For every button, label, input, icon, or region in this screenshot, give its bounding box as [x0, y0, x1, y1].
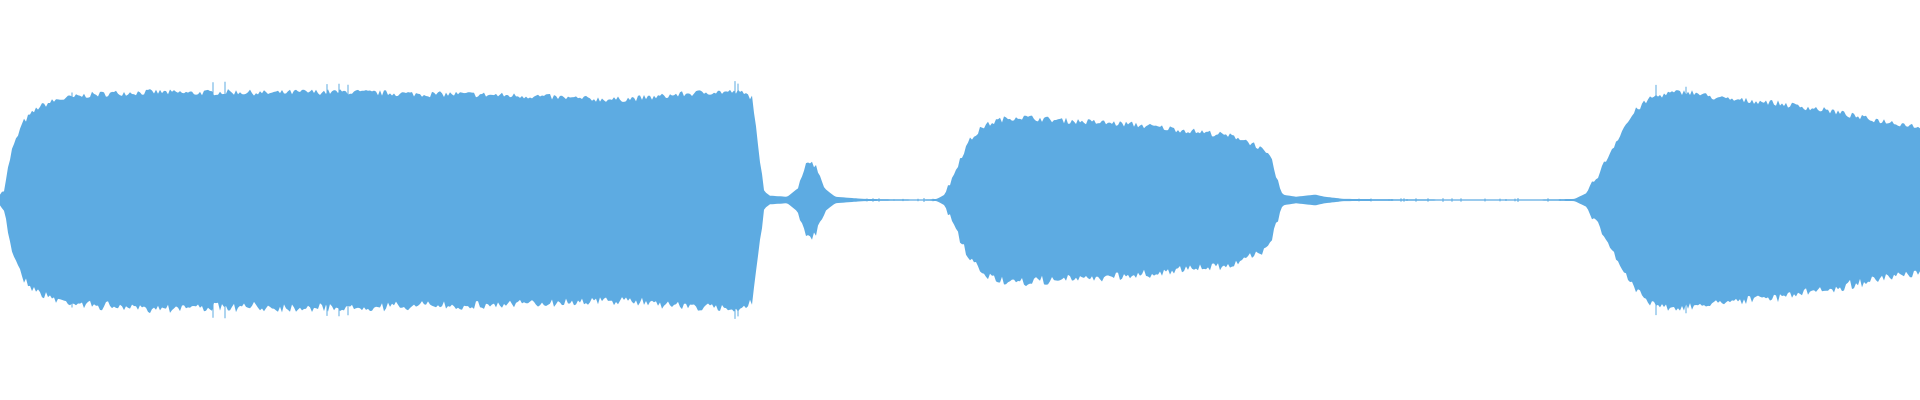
waveform-detail	[71, 81, 1687, 319]
waveform-envelope	[0, 89, 1920, 314]
